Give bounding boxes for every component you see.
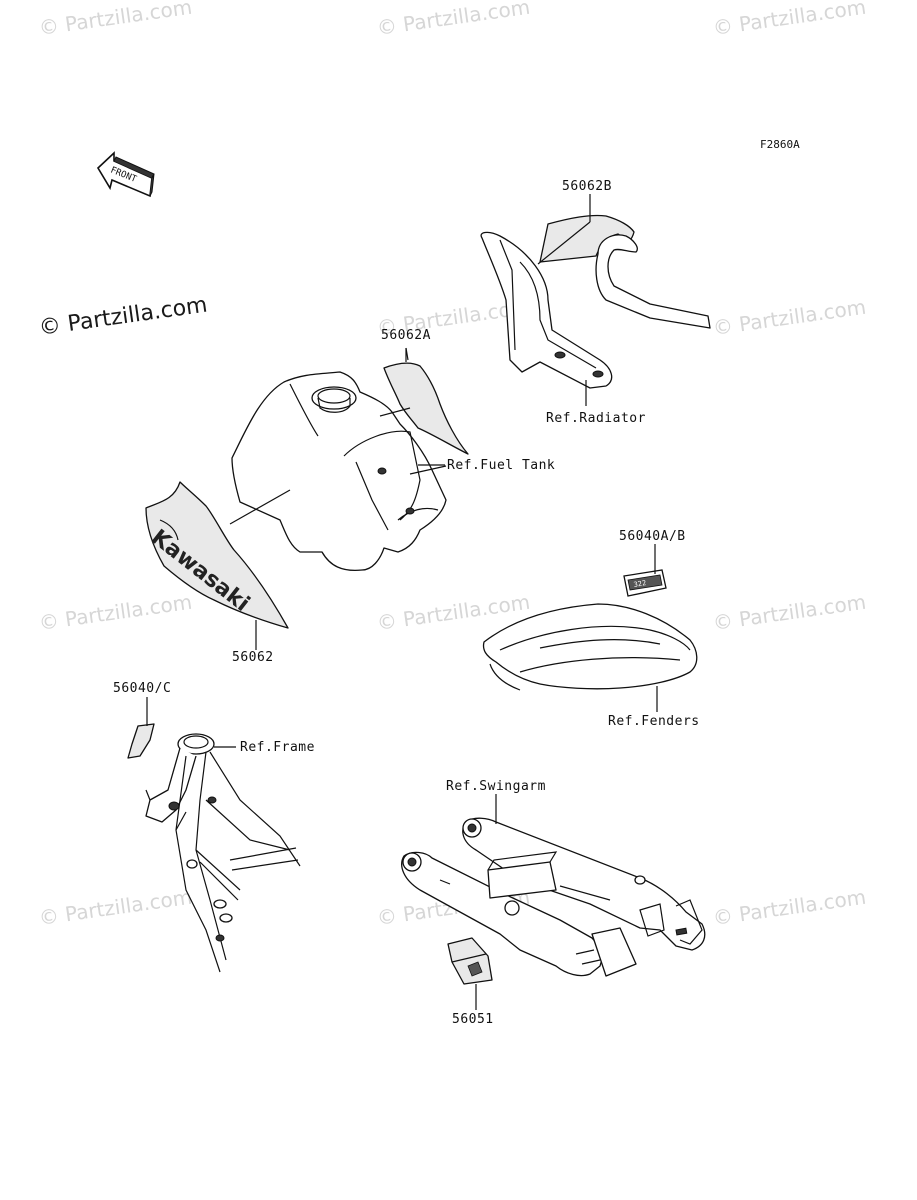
decal-56062B	[539, 214, 711, 329]
watermark: © Partzilla.com	[375, 0, 531, 40]
callout-ref-swingarm: Ref.Swingarm	[446, 779, 546, 794]
radiator-shroud	[480, 231, 613, 389]
watermark: © Partzilla.com	[37, 0, 193, 40]
watermark: © Partzilla.com	[711, 885, 867, 930]
watermark: © Partzilla.com	[37, 590, 193, 635]
watermark-dark: © Partzilla.com	[37, 293, 209, 341]
decal-56040C	[127, 723, 155, 759]
watermark: © Partzilla.com	[711, 295, 867, 340]
watermark: © Partzilla.com	[37, 885, 193, 930]
callout-56062B: 56062B	[562, 179, 612, 194]
watermark: © Partzilla.com	[711, 0, 867, 40]
figure-id: F2860A	[760, 138, 800, 151]
decal-small-text: 322	[633, 579, 647, 589]
watermark: © Partzilla.com	[711, 590, 867, 635]
decal-56051	[447, 937, 493, 985]
front-arrow-icon: FRONT	[96, 151, 155, 198]
decal-56062A	[379, 347, 469, 455]
callout-56062: 56062	[232, 650, 274, 665]
callout-ref-radiator: Ref.Radiator	[546, 411, 646, 426]
decal-56040AB: 322	[623, 569, 667, 597]
callout-ref-fuel-tank: Ref.Fuel Tank	[447, 458, 555, 473]
frame	[145, 733, 301, 973]
callout-labels: 56062B 56062A Ref.Radiator Ref.Fuel Tank…	[113, 179, 700, 1027]
rear-fender	[482, 603, 698, 691]
leader-lines	[146, 194, 658, 1010]
callout-56040C: 56040/C	[113, 681, 171, 696]
callout-56062A: 56062A	[381, 328, 431, 343]
callout-56040AB: 56040A/B	[619, 529, 686, 544]
swingarm	[401, 817, 706, 977]
callout-ref-frame: Ref.Frame	[240, 740, 315, 755]
callout-56051: 56051	[452, 1012, 494, 1027]
callout-ref-fenders: Ref.Fenders	[608, 714, 700, 729]
fuel-tank	[231, 371, 447, 572]
